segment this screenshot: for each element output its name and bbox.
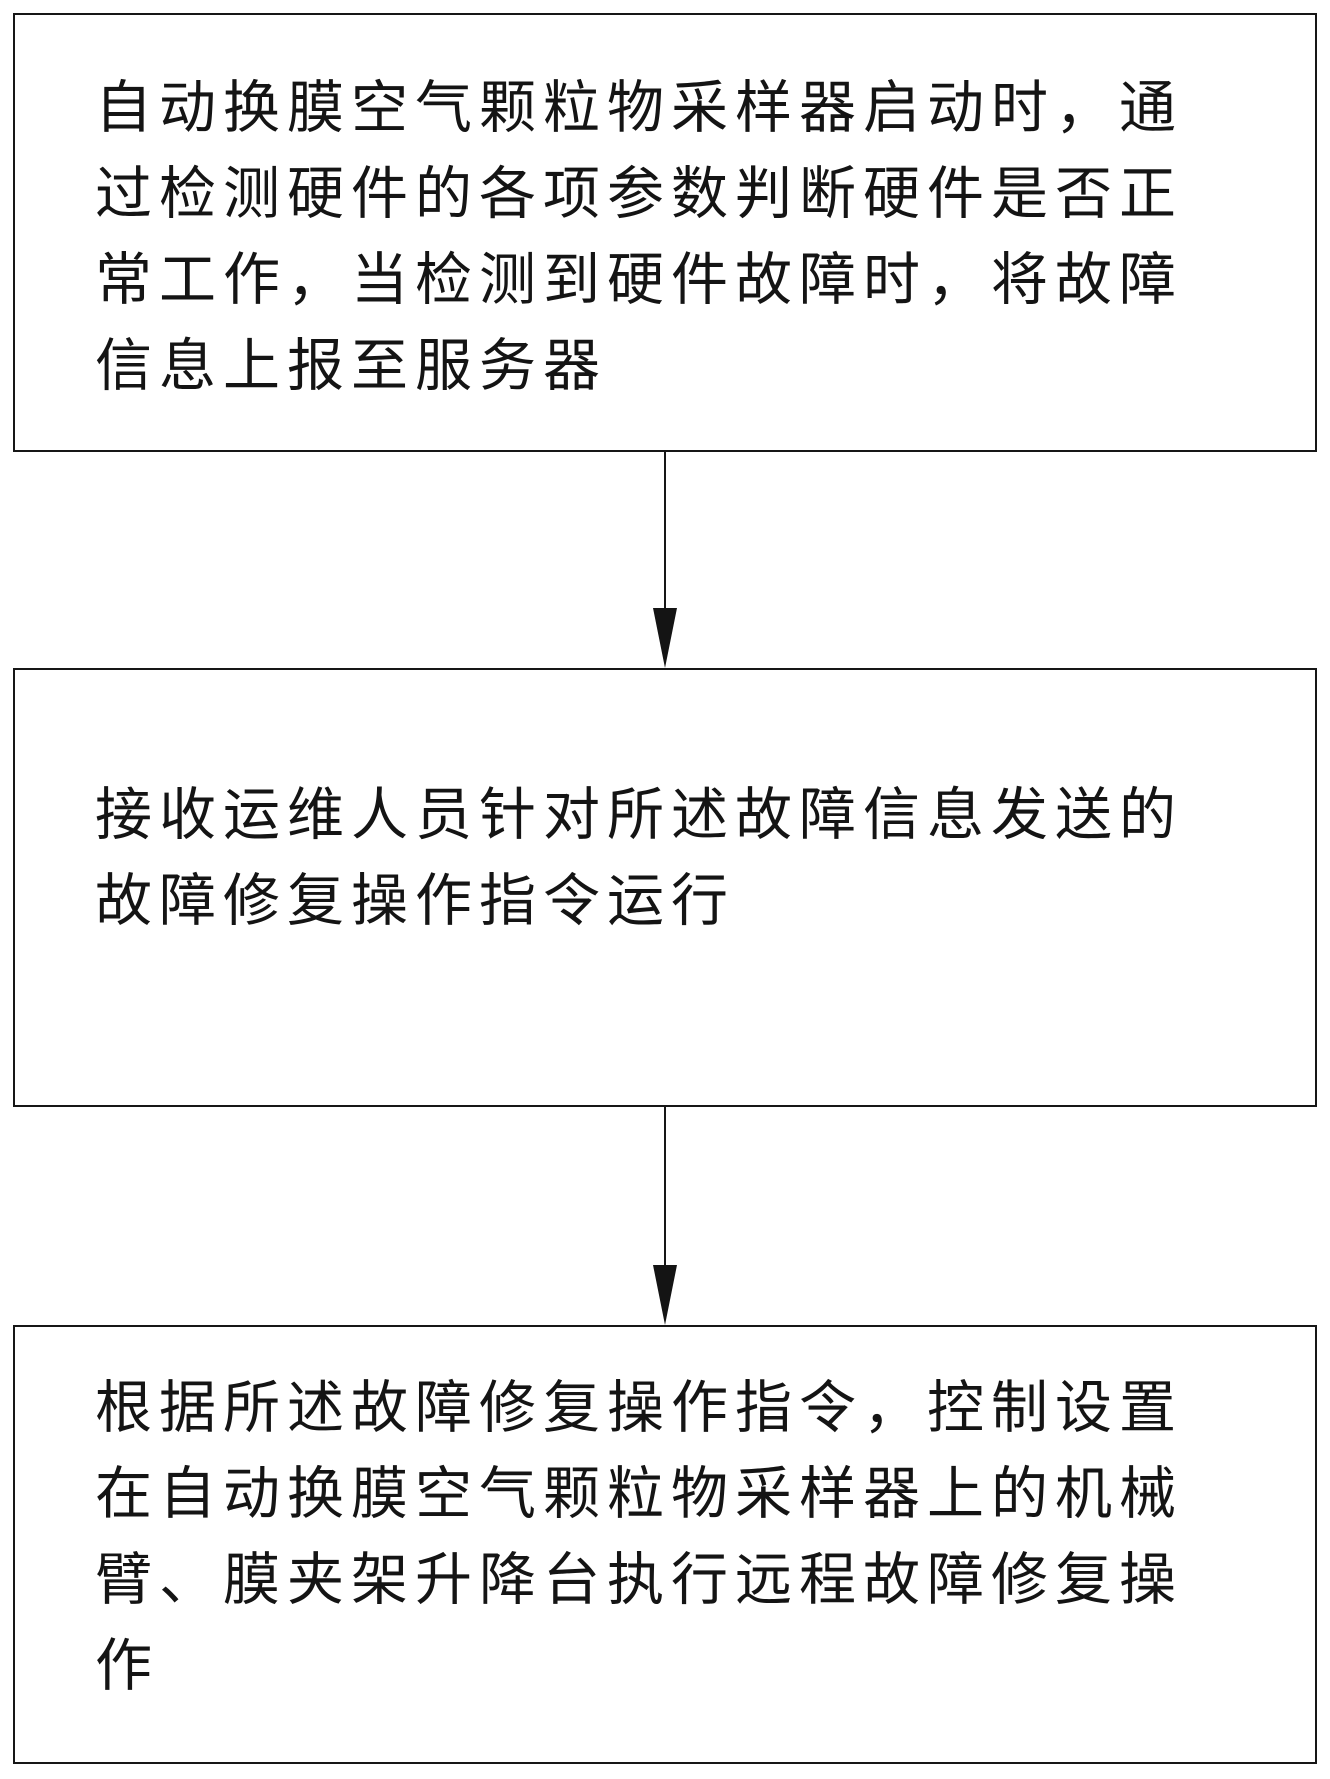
flow-step-1-box: 自动换膜空气颗粒物采样器启动时，通 过检测硬件的各项参数判断硬件是否正 常工作，… <box>13 13 1317 452</box>
step-1-text-line-3: 常工作，当检测到硬件故障时，将故障 <box>95 247 1183 313</box>
arrow-down-icon <box>653 608 677 668</box>
step-3-text-line-4: 作 <box>95 1633 159 1699</box>
flow-arrow-2 <box>0 1107 1330 1325</box>
flow-step-3-box: 根据所述故障修复操作指令，控制设置 在自动换膜空气颗粒物采样器上的机械 臂、膜夹… <box>13 1325 1317 1764</box>
step-1-text-line-4: 信息上报至服务器 <box>95 333 607 399</box>
step-2-text-line-2: 故障修复操作指令运行 <box>95 868 735 934</box>
arrow-shaft <box>664 452 666 608</box>
flow-arrow-1 <box>0 452 1330 668</box>
step-2-text-line-1: 接收运维人员针对所述故障信息发送的 <box>95 782 1183 848</box>
step-1-text-line-1: 自动换膜空气颗粒物采样器启动时，通 <box>95 75 1183 141</box>
arrow-down-icon <box>653 1265 677 1325</box>
step-3-text-line-1: 根据所述故障修复操作指令，控制设置 <box>95 1375 1183 1441</box>
step-3-text-line-3: 臂、膜夹架升降台执行远程故障修复操 <box>95 1547 1183 1613</box>
arrow-shaft <box>664 1107 666 1265</box>
step-3-text-line-2: 在自动换膜空气颗粒物采样器上的机械 <box>95 1461 1183 1527</box>
flow-step-2-box: 接收运维人员针对所述故障信息发送的 故障修复操作指令运行 <box>13 668 1317 1107</box>
step-1-text-line-2: 过检测硬件的各项参数判断硬件是否正 <box>95 161 1183 227</box>
